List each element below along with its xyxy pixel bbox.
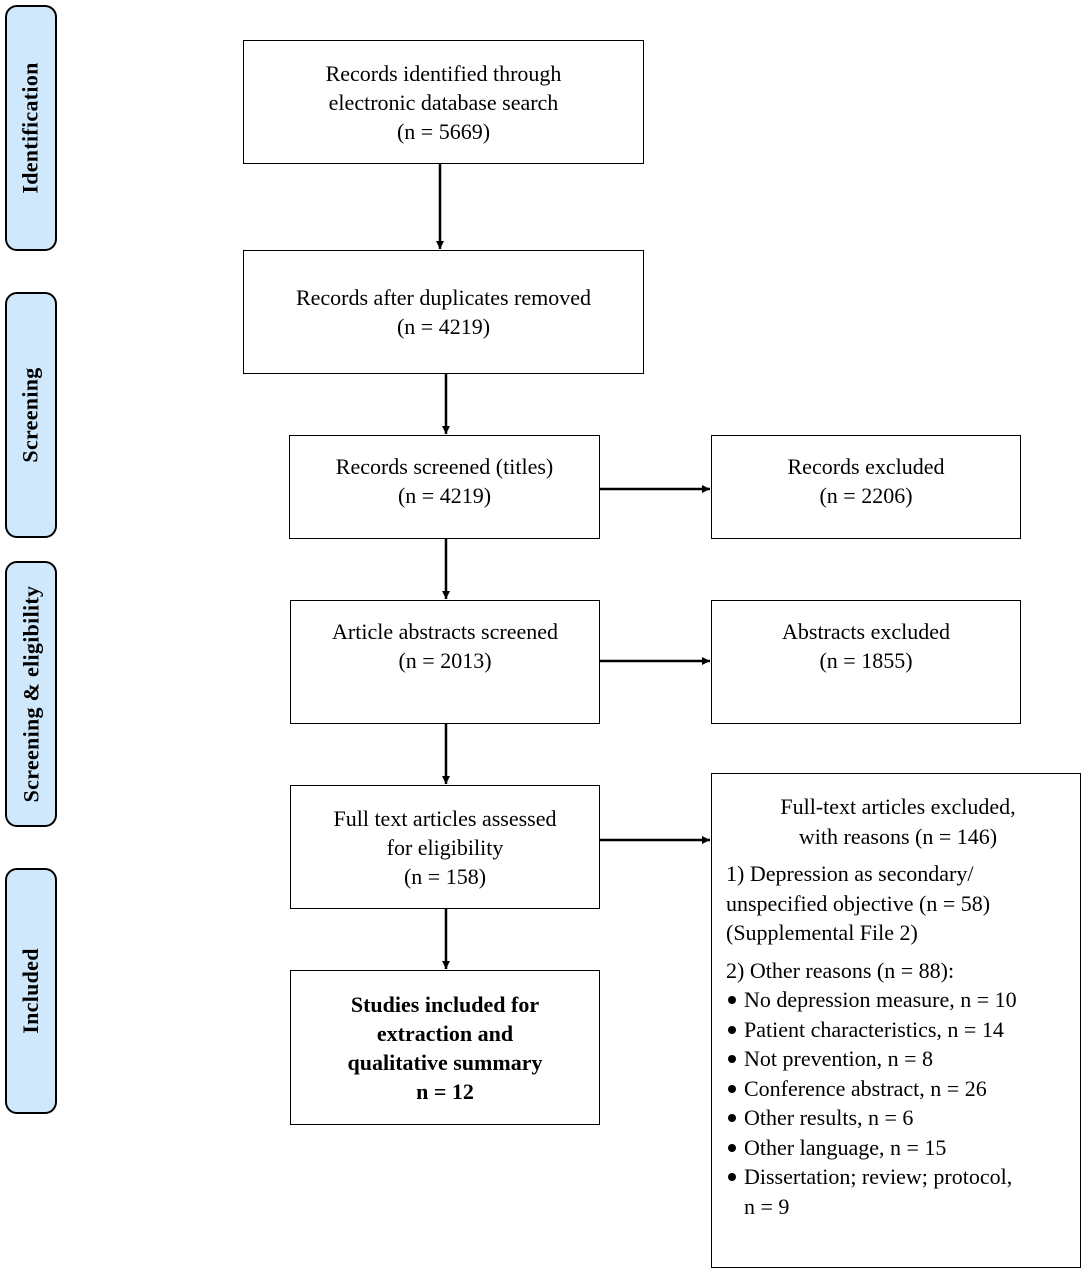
box-records-excluded: Records excluded (n = 2206) [711,435,1021,539]
box-studies-included-line1: Studies included for [350,991,540,1017]
phase-screening-eligibility: Screening & eligibility [5,561,57,827]
reason-1: 1) Depression as secondary/ unspecified … [726,859,1070,948]
box-records-identified-line2: electronic database search [328,89,559,115]
box-fulltext-assessed-line2: for eligibility [386,834,504,860]
box-records-identified: Records identified through electronic da… [243,40,644,164]
reason-2-item: Other language, n = 15 [726,1133,1070,1163]
box-abstracts-screened-count: (n = 2013) [398,648,492,673]
box-records-excluded-line1: Records excluded [787,454,945,479]
fulltext-excluded-heading-line1: Full-text articles excluded, [780,794,1016,819]
reason-2-item: Other results, n = 6 [726,1103,1070,1133]
box-fulltext-assessed-line1: Full text articles assessed [333,805,557,831]
box-abstracts-screened: Article abstracts screened (n = 2013) [290,600,600,724]
reason-2-item: Dissertation; review; protocol, [726,1162,1070,1192]
fulltext-excluded-heading-line2: with reasons (n = 146) [798,823,998,849]
box-titles-screened-line1: Records screened (titles) [335,454,554,479]
reason-2: 2) Other reasons (n = 88): No depression… [726,956,1070,1222]
box-abstracts-excluded-count: (n = 1855) [819,648,913,673]
phase-identification-label: Identification [18,62,43,194]
reason-1-line1: 1) Depression as secondary/ [726,861,974,886]
phase-included: Included [5,868,57,1114]
reason-2-item: Conference abstract, n = 26 [726,1074,1070,1104]
phase-screening-eligibility-label: Screening & eligibility [18,585,43,803]
box-studies-included-line2: extraction and [376,1020,514,1046]
box-duplicates-removed-count: (n = 4219) [396,314,491,339]
box-duplicates-removed: Records after duplicates removed (n = 42… [243,250,644,374]
reason-1-line2: unspecified objective (n = 58) [726,890,991,916]
box-abstracts-excluded-line1: Abstracts excluded [782,619,950,644]
phase-identification: Identification [5,5,57,251]
box-titles-screened-count: (n = 4219) [397,483,492,508]
box-studies-included-count: n = 12 [416,1078,474,1104]
phase-included-label: Included [18,948,44,1034]
reason-2-list: No depression measure, n = 10 Patient ch… [726,985,1070,1192]
box-abstracts-excluded: Abstracts excluded (n = 1855) [711,600,1021,724]
box-abstracts-screened-line1: Article abstracts screened [332,619,558,644]
reason-1-line3: (Supplemental File 2) [726,920,918,945]
box-fulltext-excluded: Full-text articles excluded, with reason… [711,773,1081,1268]
reason-2-item: No depression measure, n = 10 [726,985,1070,1015]
reason-2-item: Not prevention, n = 8 [726,1044,1070,1074]
box-fulltext-assessed: Full text articles assessed for eligibil… [290,785,600,909]
phase-screening: Screening [5,292,57,538]
box-studies-included: Studies included for extraction and qual… [290,970,600,1125]
box-studies-included-line3: qualitative summary [347,1049,543,1075]
phase-screening-label: Screening [18,367,43,463]
reason-2-heading: 2) Other reasons (n = 88): [726,957,955,983]
fulltext-excluded-heading: Full-text articles excluded, with reason… [726,792,1070,851]
box-duplicates-removed-line1: Records after duplicates removed [295,285,592,310]
box-fulltext-assessed-count: (n = 158) [403,863,487,889]
box-titles-screened: Records screened (titles) (n = 4219) [289,435,600,539]
box-records-identified-count: (n = 5669) [396,118,491,144]
box-records-identified-line1: Records identified through [325,60,562,86]
reason-2-item: Patient characteristics, n = 14 [726,1015,1070,1045]
reason-2-item-continuation: n = 9 [744,1193,790,1219]
box-records-excluded-count: (n = 2206) [819,483,913,508]
